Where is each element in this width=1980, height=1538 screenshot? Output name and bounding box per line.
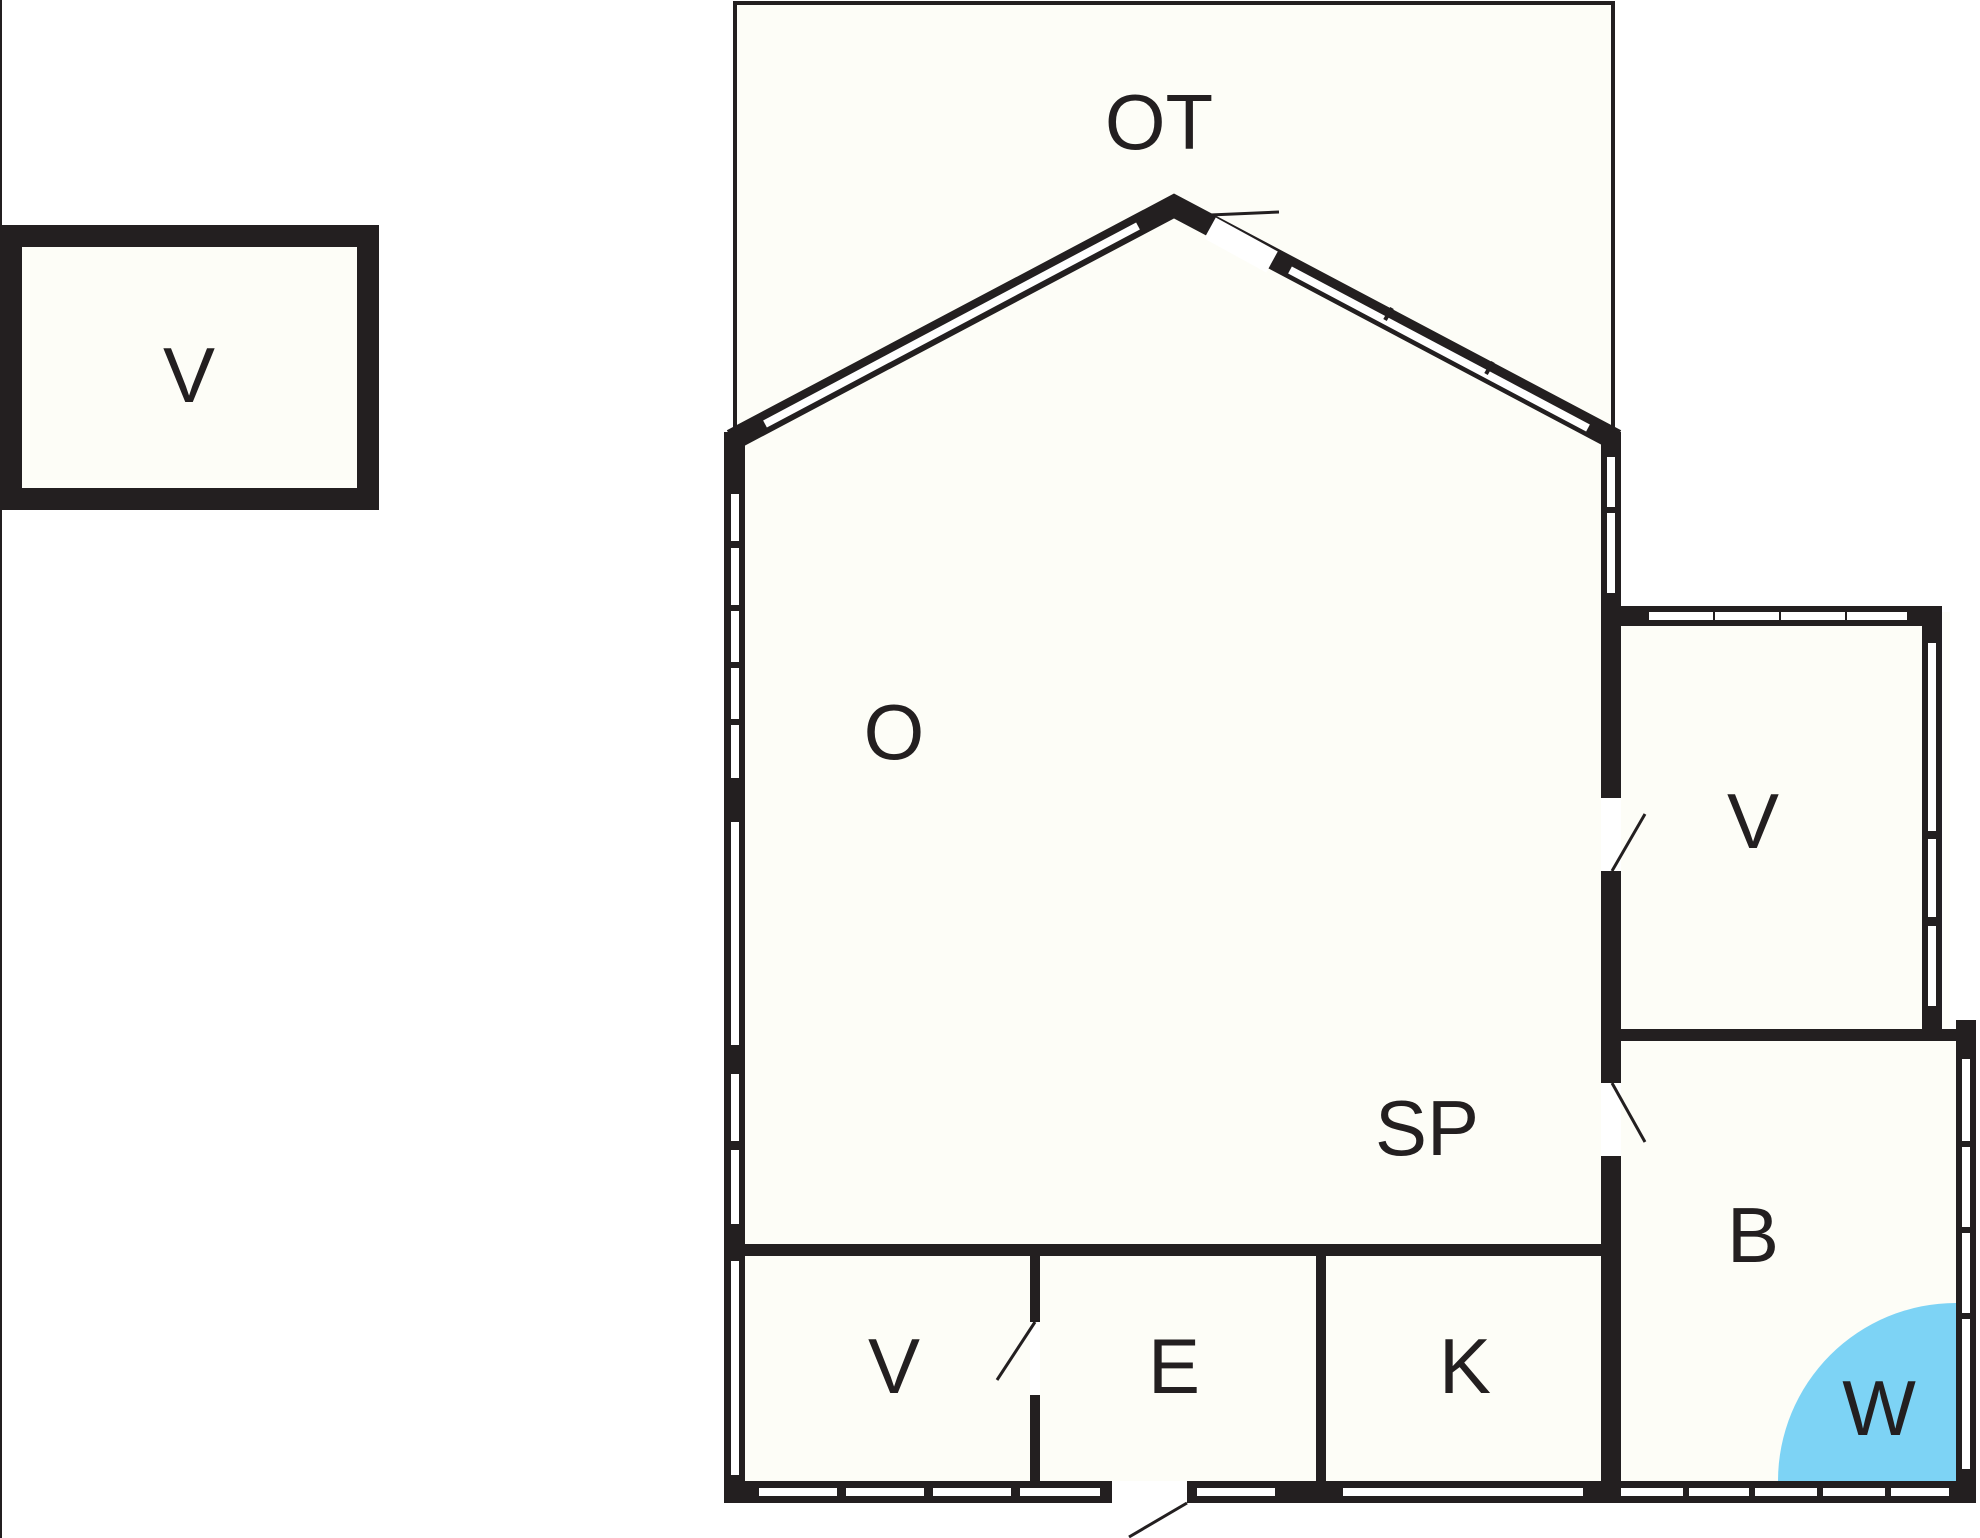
room-label-shed-v: V <box>163 331 215 419</box>
room-label-e: E <box>1148 1322 1200 1410</box>
left-windows <box>729 492 741 1477</box>
roof-door[interactable] <box>1204 210 1280 273</box>
door-right-v[interactable] <box>1601 798 1647 872</box>
right-windows <box>1605 455 1972 1471</box>
door-b[interactable] <box>1601 1082 1647 1156</box>
room-shed-v: V <box>0 225 379 510</box>
door-swing <box>1209 210 1280 217</box>
room-label-k: K <box>1439 1322 1491 1410</box>
bottom-windows <box>757 1486 1951 1498</box>
room-label-w: W <box>1842 1364 1916 1452</box>
room-label-bottom-v: V <box>868 1322 920 1410</box>
room-label-ot: OT <box>1105 78 1213 166</box>
room-label-sp: SP <box>1375 1084 1479 1172</box>
room-label-right-v: V <box>1727 777 1779 865</box>
wet-area <box>1778 1303 1956 1481</box>
room-label-o: O <box>864 688 925 776</box>
roof-windows <box>763 222 1590 432</box>
house-floor <box>734 208 1966 1492</box>
room-label-b: B <box>1727 1191 1779 1279</box>
entrance-door[interactable] <box>1112 1481 1188 1538</box>
door-bottom-v[interactable] <box>995 1321 1040 1395</box>
